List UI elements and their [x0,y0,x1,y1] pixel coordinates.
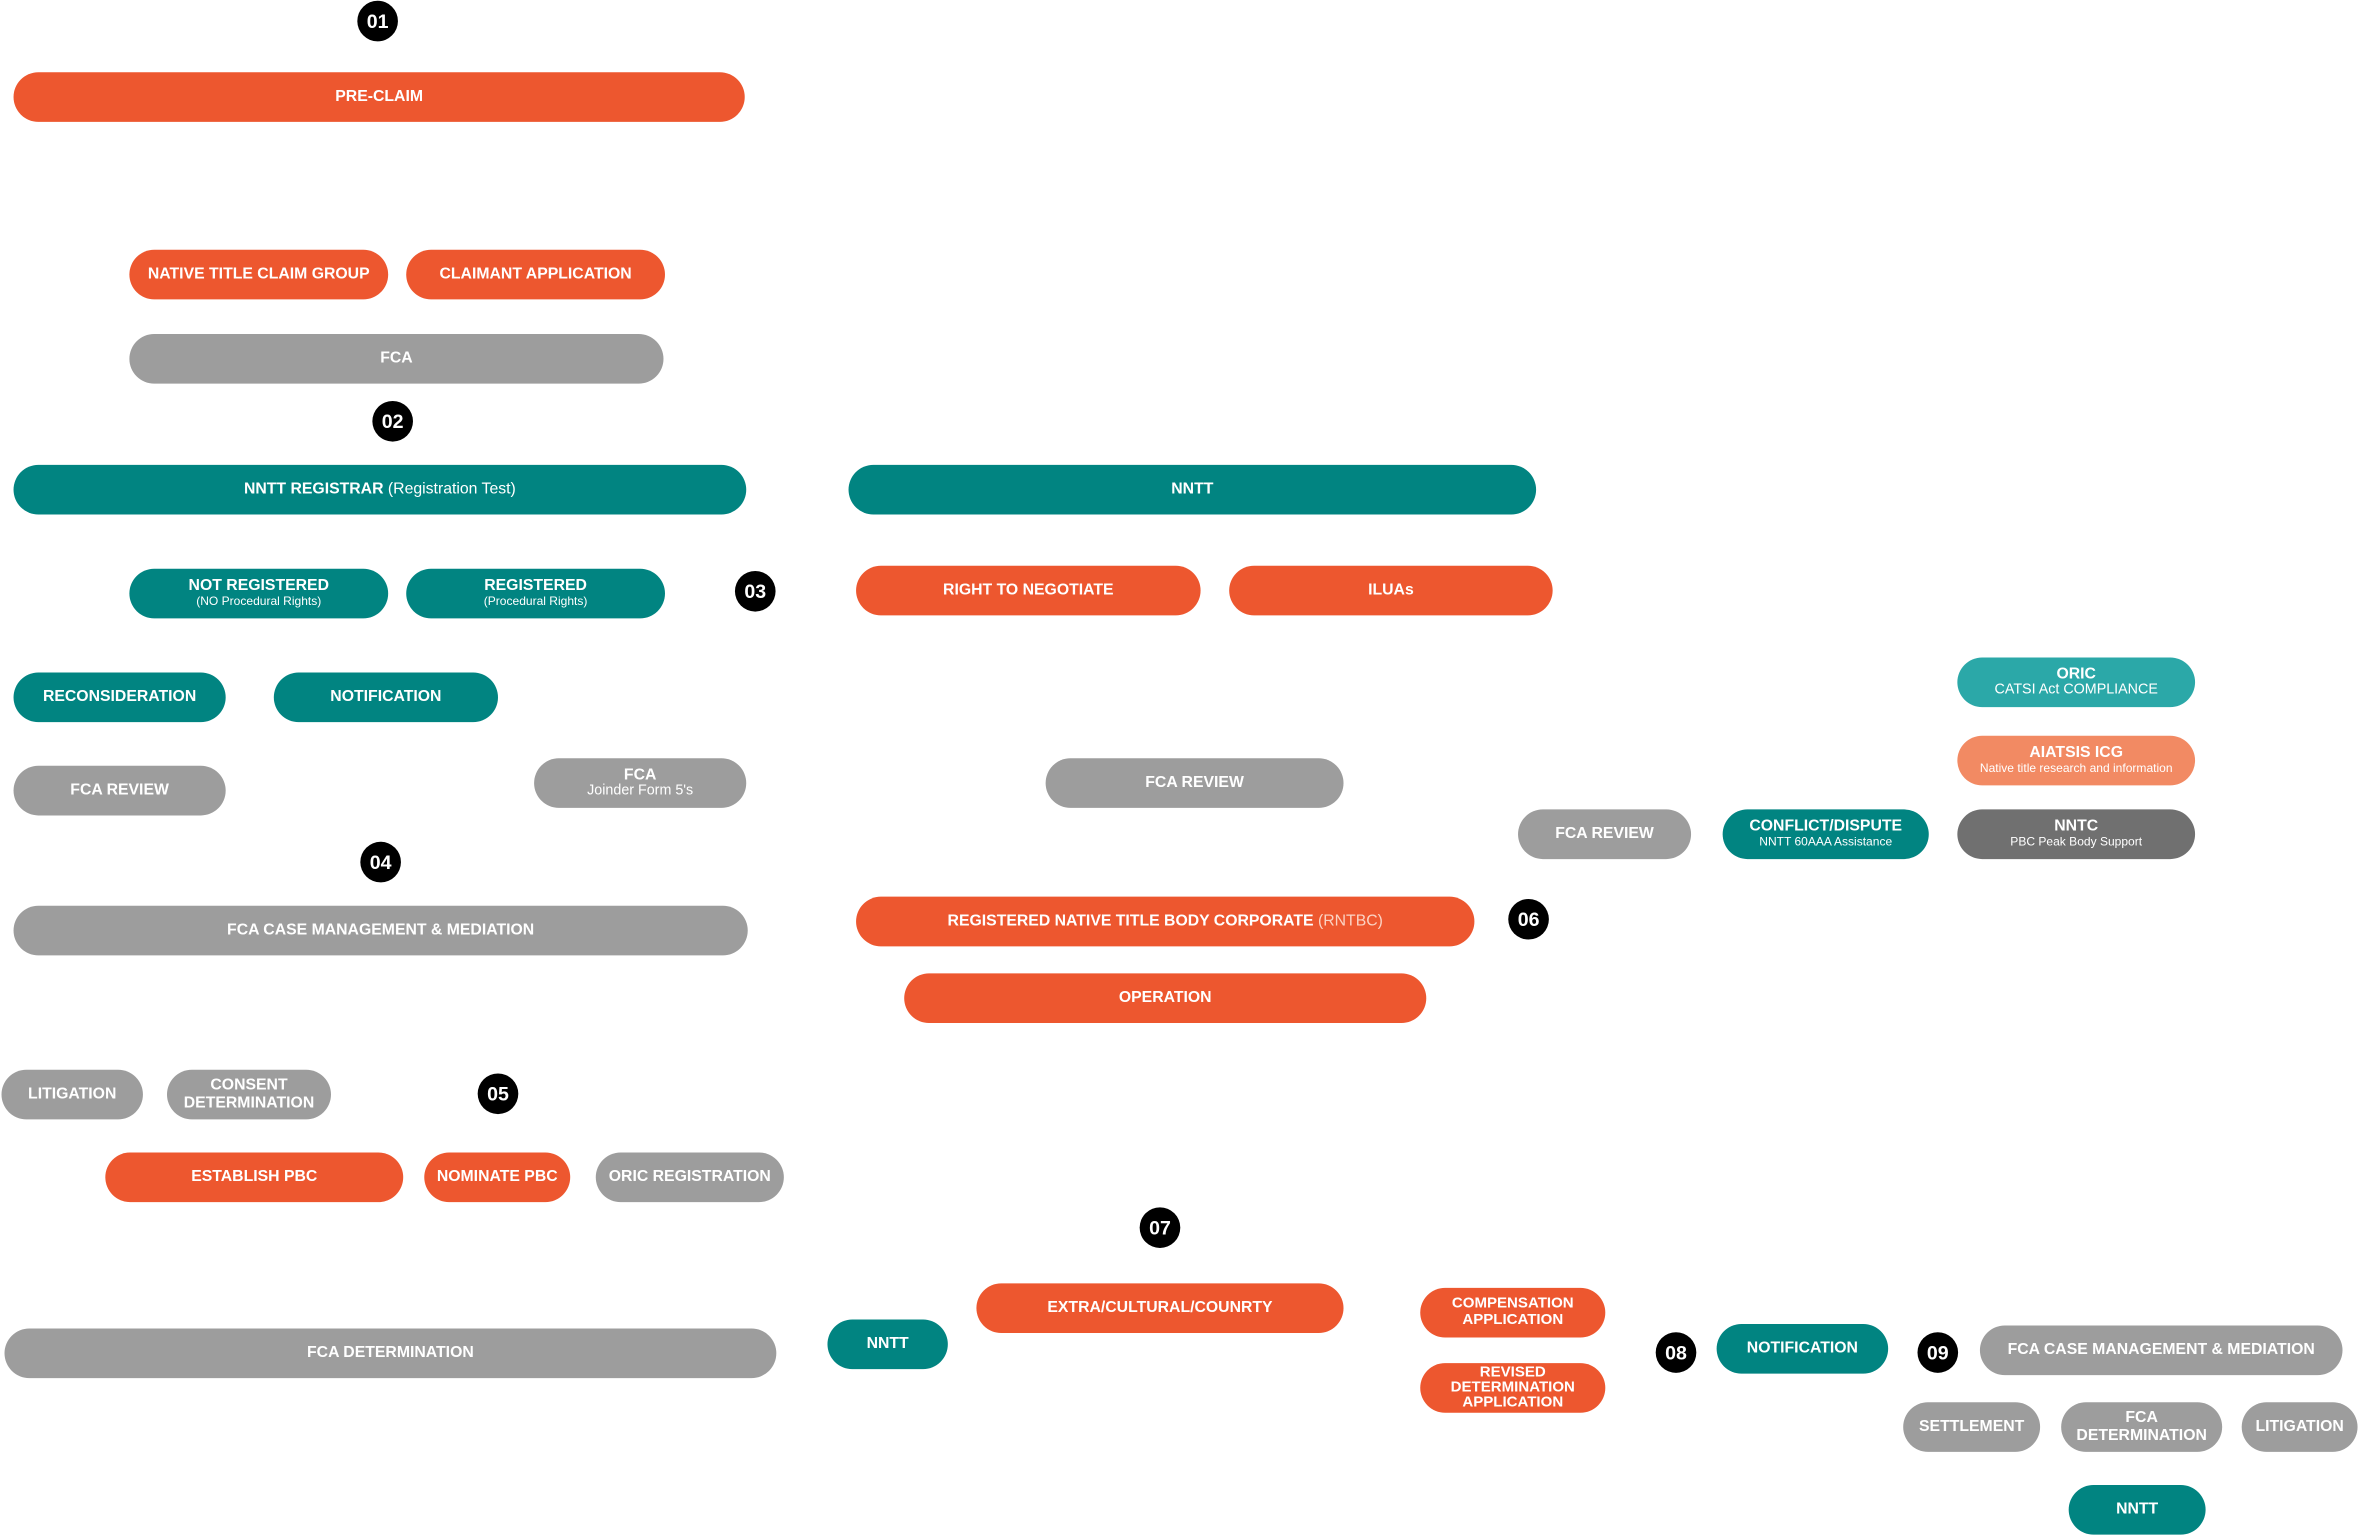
step-badge-03: 03 [734,570,776,612]
litigation-node-2: LITIGATION [2241,1402,2358,1452]
registrar-title: NNTT REGISTRAR [243,479,384,498]
fca-review-node-3: FCA REVIEW [1518,809,1692,860]
pre-claim-node: PRE-CLAIM [13,72,745,122]
fca-review-node: FCA REVIEW [13,765,226,816]
fca-determination-node: FCA DETERMINATION [4,1328,777,1379]
consent-determination-node: CONSENT DETERMINATION [166,1069,331,1120]
step-badge-02: 02 [372,400,413,442]
fca-case-management-node: FCA CASE MANAGEMENT & MEDIATION [13,905,748,956]
nntc-title: NNTC [2054,817,2099,836]
fca-node: FCA [129,333,664,384]
step-badge-06: 06 [1508,898,1549,940]
oric-title: ORIC [2056,664,2096,684]
fca-joinder-title: FCA [623,765,657,784]
step-badge-09: 09 [1917,1332,1959,1373]
oric-subtitle: CATSI Act COMPLIANCE [1994,681,2158,699]
fca-case-management-node-2: FCA CASE MANAGEMENT & MEDIATION [1979,1325,2343,1376]
compensation-application-node: COMPENSATION APPLICATION [1420,1287,1606,1338]
right-to-negotiate-node: RIGHT TO NEGOTIATE [856,565,1201,616]
iluas-node: ILUAs [1229,565,1553,616]
revised-determination-node: REVISED DETERMINATION APPLICATION [1420,1363,1606,1413]
nntt-registrar-label: NNTT REGISTRAR (Registration Test) [244,481,516,498]
rntbc-node: REGISTERED NATIVE TITLE BODY CORPORATE (… [856,896,1475,947]
litigation-node: LITIGATION [1,1069,143,1120]
conflict-title: CONFLICT/DISPUTE [1749,817,1903,836]
fca-joinder-subtitle: Joinder Form 5's [587,782,694,799]
rntbc-title: REGISTERED NATIVE TITLE BODY CORPORATE [947,911,1314,930]
fca-determination-node-2: FCA DETERMINATION [2061,1402,2223,1452]
step-badge-05: 05 [477,1073,519,1115]
establish-pbc-node: ESTABLISH PBC [105,1152,404,1203]
nntt-node-3: NNTT [2068,1484,2206,1535]
conflict-subtitle: NNTT 60AAA Assistance [1759,835,1893,850]
registered-title: REGISTERED [484,576,587,595]
step-badge-04: 04 [360,841,401,883]
reconsideration-node: RECONSIDERATION [13,672,226,723]
registered-subtitle: (Procedural Rights) [483,594,588,609]
operation-node: OPERATION [904,973,1427,1024]
step-badge-01: 01 [357,0,398,42]
fca-review-node-2: FCA REVIEW [1045,758,1344,808]
registered-node: REGISTERED(Procedural Rights) [406,568,665,619]
extra-cultural-country-node: EXTRA/CULTURAL/COUNRTY [976,1283,1344,1333]
nntt-node: NNTT [848,464,1537,515]
not-registered-subtitle: (NO Procedural Rights) [196,594,322,609]
not-registered-title: NOT REGISTERED [188,576,329,595]
oric-registration-node: ORIC REGISTRATION [595,1152,784,1203]
notification-node-2: NOTIFICATION [1716,1323,1889,1374]
nntc-subtitle: PBC Peak Body Support [2010,835,2143,850]
nntt-node-2: NNTT [827,1319,948,1370]
step-badge-08: 08 [1655,1332,1697,1373]
aiatsis-title: AIATSIS ICG [2029,743,2124,762]
settlement-node: SETTLEMENT [1903,1402,2041,1452]
notification-node: NOTIFICATION [273,672,498,723]
nominate-pbc-node: NOMINATE PBC [424,1152,571,1203]
claimant-application-node: CLAIMANT APPLICATION [406,249,665,300]
claim-group-node: NATIVE TITLE CLAIM GROUP [129,249,389,300]
rntbc-label: REGISTERED NATIVE TITLE BODY CORPORATE (… [947,911,1383,930]
registrar-subtitle: (Registration Test) [387,479,516,498]
not-registered-node: NOT REGISTERED(NO Procedural Rights) [129,568,389,619]
nntt-registrar-node: NNTT REGISTRAR (Registration Test) [13,464,747,515]
rntbc-subtitle: (RNTBC) [1317,911,1383,930]
aiatsis-subtitle: Native title research and information [1979,761,2173,776]
step-badge-07: 07 [1139,1207,1181,1248]
